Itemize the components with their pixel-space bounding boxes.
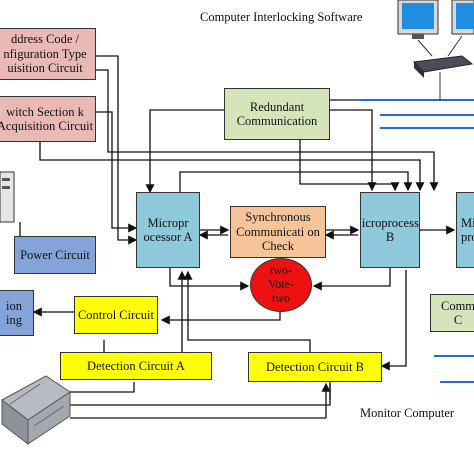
detection-a-block: Detection Circuit A (60, 352, 212, 380)
micro-c-label: Mi pro (461, 215, 474, 244)
two-vote-two-label: two- Vote- two (268, 263, 294, 305)
comm-right-label: Comm C (441, 298, 474, 327)
comm-right-block: Comm C (430, 294, 474, 332)
power-circuit-block: Power Circuit (14, 236, 96, 274)
detection-b-block: Detection Circuit B (248, 352, 382, 382)
sync-check-label: Synchronous Communicati on Check (236, 210, 320, 254)
address-code-block: ddress Code / nfiguration Type uisition … (0, 28, 96, 80)
switch-section-label: witch Section k Acquisition Circuit (0, 104, 94, 133)
redundant-comm-block: Redundant Communication (224, 88, 330, 140)
left-partial-label: ion ing (6, 298, 22, 327)
micro-c-block: Mi pro (456, 192, 474, 268)
redundant-comm-label: Redundant Communication (236, 99, 318, 128)
computer-icon-1 (397, 0, 439, 39)
sync-check-block: Synchronous Communicati on Check (230, 206, 326, 258)
point-machine-icon (1, 375, 71, 446)
micro-a-block: Micropr ocessor A (136, 192, 200, 268)
computer-icon-2 (451, 0, 474, 35)
server-icon (0, 171, 15, 223)
micro-a-label: Micropr ocessor A (143, 215, 193, 244)
software-title: Computer Interlocking Software (200, 10, 363, 24)
monitor-title: Monitor Computer (360, 406, 455, 420)
address-code-label: ddress Code / nfiguration Type uisition … (3, 32, 87, 76)
left-partial-block: ion ing (0, 290, 34, 336)
control-circuit-label: Control Circuit (77, 307, 155, 322)
detection-b-label: Detection Circuit B (266, 359, 364, 374)
power-circuit-label: Power Circuit (20, 247, 90, 262)
switch-section-block: witch Section k Acquisition Circuit (0, 96, 96, 142)
control-circuit-block: Control Circuit (74, 296, 158, 334)
network-switch-icon (412, 35, 474, 100)
detection-a-label: Detection Circuit A (87, 358, 185, 373)
two-vote-two-block: two- Vote- two (250, 258, 312, 312)
